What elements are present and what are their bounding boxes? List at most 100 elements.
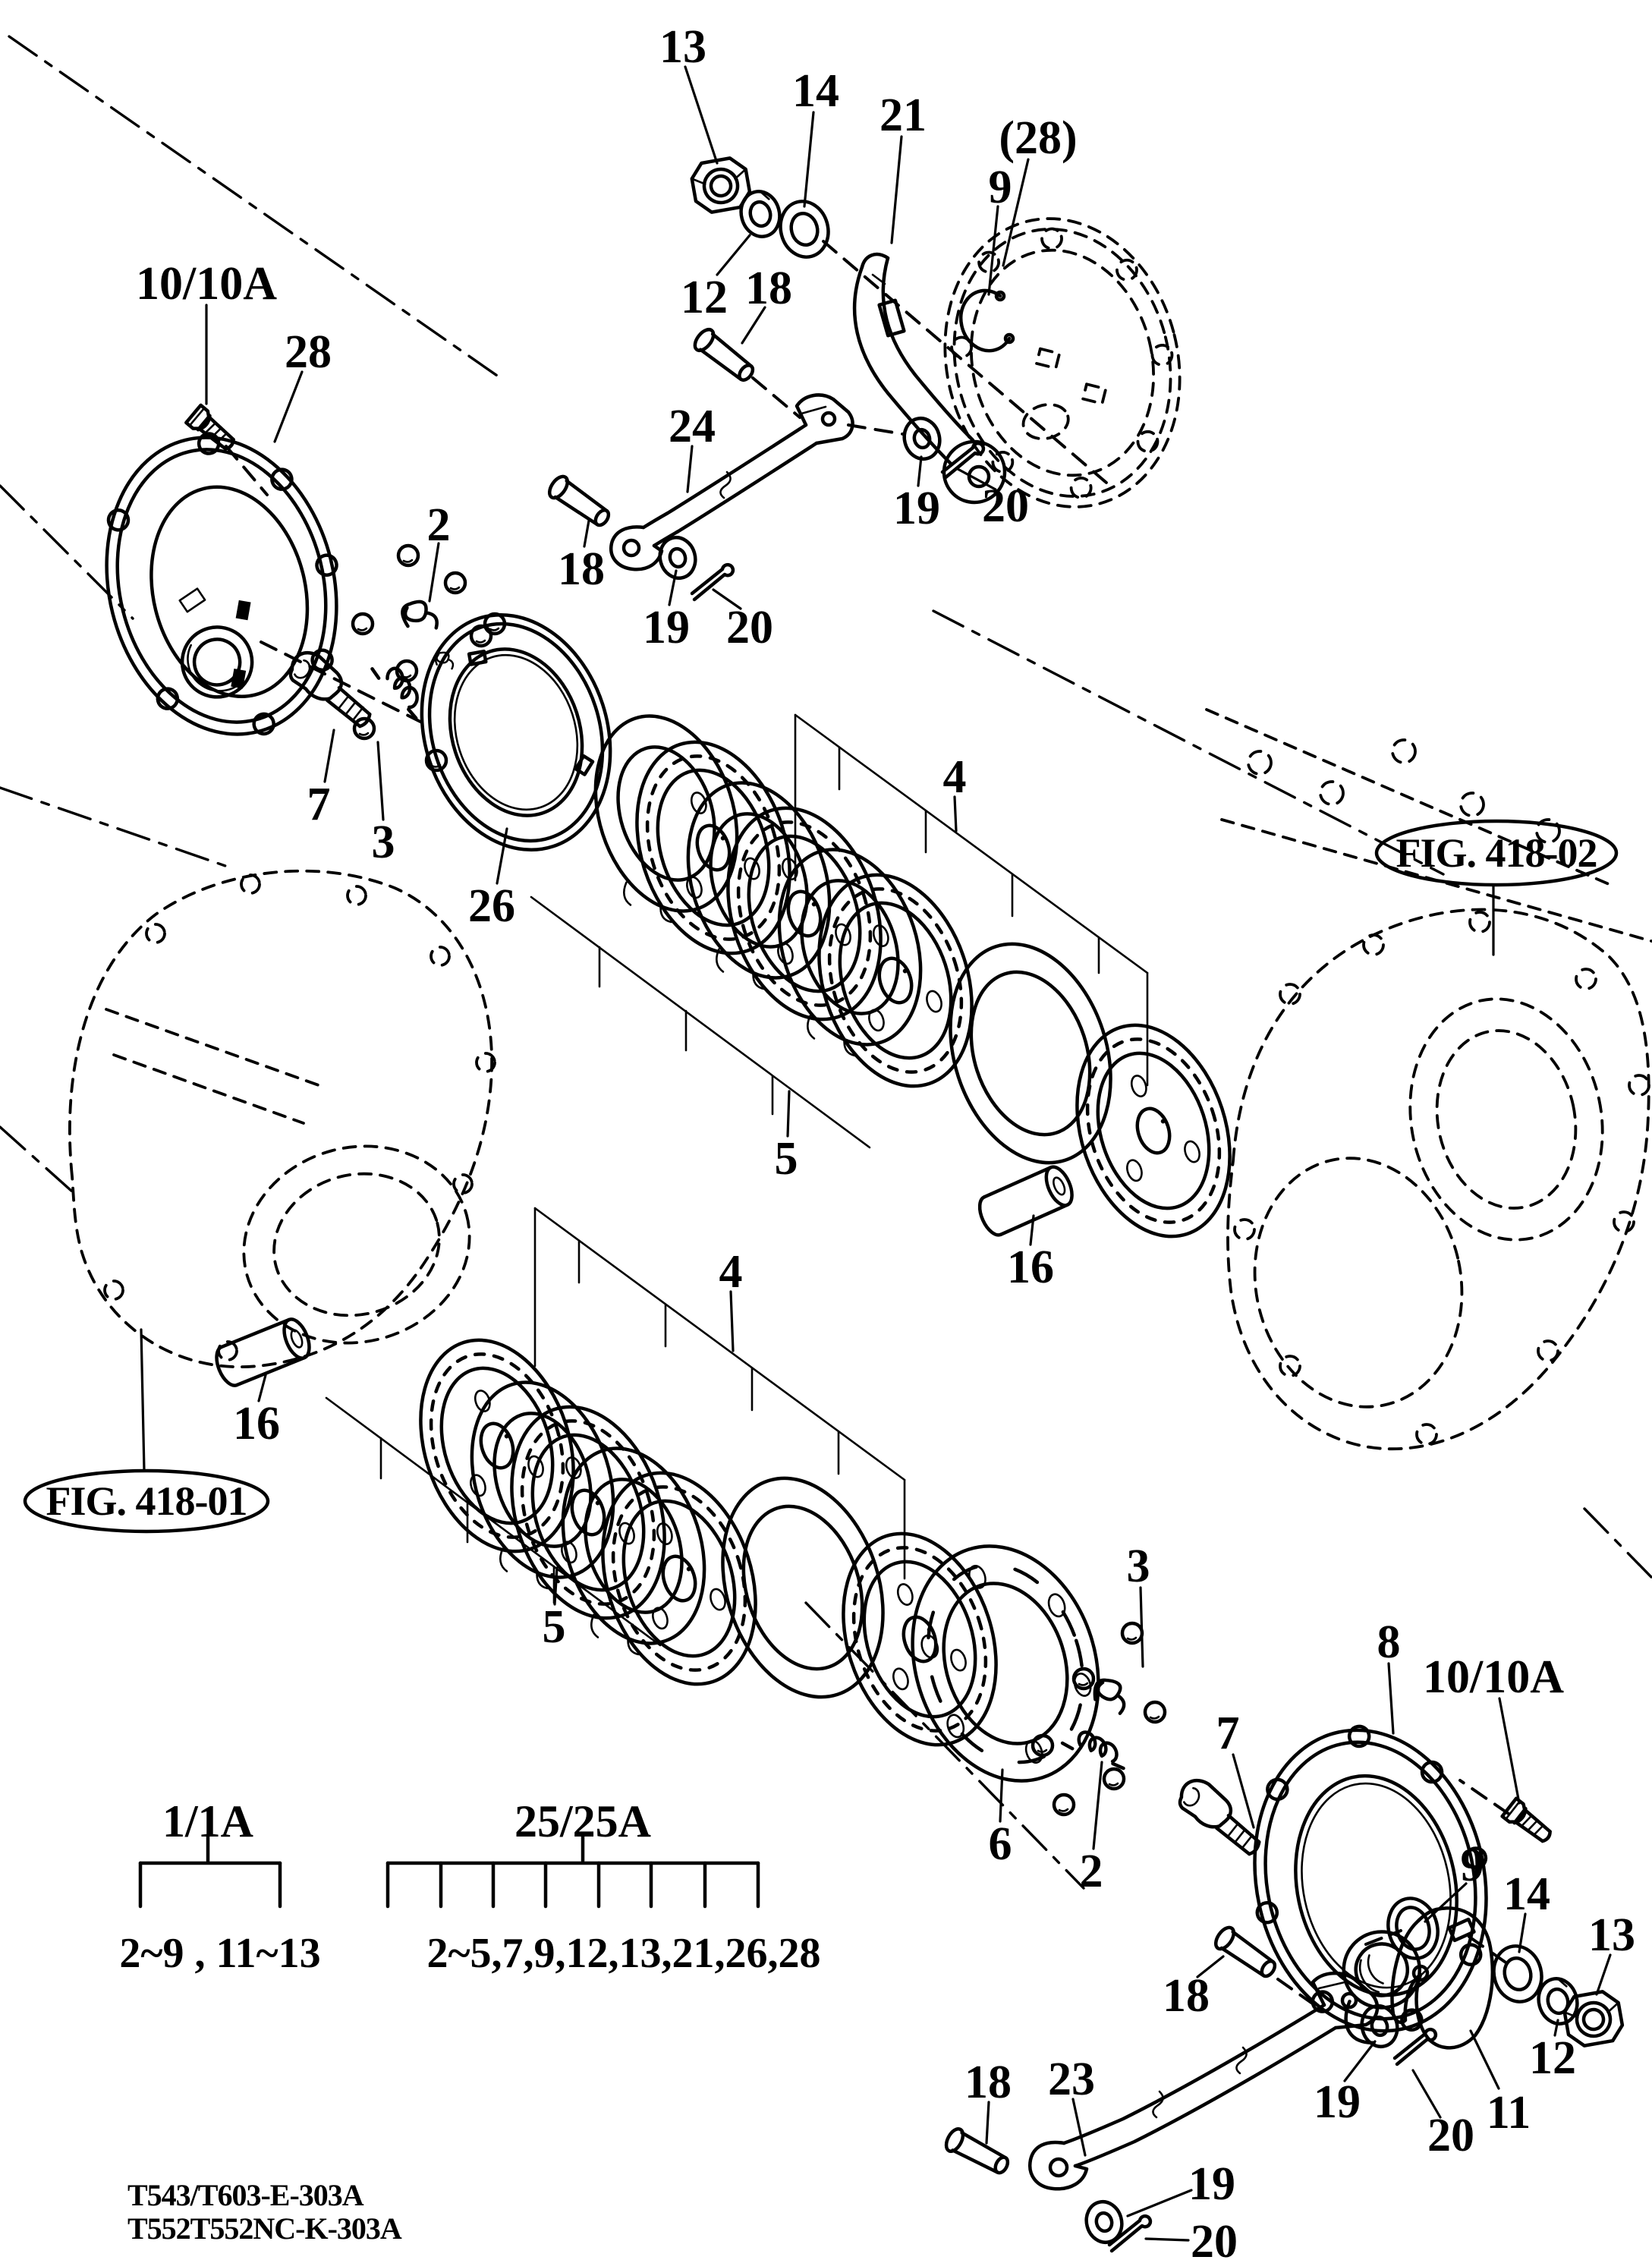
clevis-pin-18-lower-right: [1212, 1925, 1279, 1982]
part-number-text: 18: [558, 543, 605, 595]
part-number-text: 18: [964, 2057, 1012, 2108]
part-label-3-26: 3: [1127, 1541, 1150, 1668]
part-label-4-19: 4: [943, 751, 967, 833]
part-number-text: 3: [1127, 1541, 1150, 1592]
leader-line: [987, 205, 999, 296]
part-label-20-37: 20: [1411, 2069, 1474, 2161]
part-label-2-15: 2: [427, 499, 451, 603]
phantom-boundary-lines: [0, 35, 1652, 1890]
part-label-4-22: 4: [719, 1246, 743, 1352]
part-number-text: 13: [1588, 1909, 1635, 1961]
leader-line: [1498, 1697, 1521, 1805]
leader-line: [729, 1290, 735, 1352]
doc-code-line-1: T543/T603-E-303A: [127, 2178, 364, 2212]
leader-line: [712, 588, 742, 610]
part-number-text: (28): [999, 112, 1077, 164]
clevis-pin-18-lower-left: [943, 2126, 1012, 2179]
part-number-text: 16: [233, 1398, 280, 1449]
assembly-dash-clevis-washer: [847, 423, 905, 436]
part-label-7-16: 7: [307, 729, 335, 830]
part-number-text: 8: [1377, 1616, 1401, 1668]
part-number-text: 11: [1487, 2087, 1531, 2139]
leader-line: [1071, 2098, 1087, 2157]
doc-codes: T543/T603-E-303A T552T552NC-K-303A: [127, 2178, 403, 2246]
leader-line: [1196, 1955, 1225, 1978]
assembly-dash-pin18-lr: [1276, 1978, 1320, 2010]
part-label-24-7: 24: [669, 401, 716, 493]
leader-line: [1029, 1214, 1035, 1246]
part-number-text: 7: [1216, 1708, 1240, 1759]
leader-line: [1139, 1586, 1144, 1668]
part-label-19-36: 19: [1314, 2040, 1377, 2128]
part-number-text: 18: [1163, 1970, 1210, 2022]
part-label-28-4: (28): [999, 112, 1078, 267]
part-number-text: 23: [1048, 2054, 1095, 2105]
figure-ref-label: FIG. 418-02: [1396, 830, 1597, 876]
pivot-pin-16-upper: [974, 1163, 1077, 1239]
part-number-text: 12: [681, 272, 728, 323]
leader-line: [1002, 158, 1030, 267]
legend-items-25-25a: 2~5,7,9,12,13,21,26,28: [426, 1930, 820, 1977]
legend-trees: 1/1A 2~9 , 11~13 25/25A 2~5,7,9,12,13,21…: [119, 1796, 820, 1977]
part-number-text: 5: [543, 1601, 566, 1653]
leader-line: [323, 729, 335, 783]
part-number-text: 2: [1080, 1846, 1103, 1897]
part-label-5-20: 5: [775, 1090, 798, 1185]
figure-ref-418-01: FIG. 418-01: [23, 1328, 270, 1534]
part-number-text: 14: [1503, 1868, 1550, 1920]
part-label-16-24: 16: [233, 1374, 280, 1449]
leader-line: [999, 1768, 1004, 1823]
part-number-text: 5: [775, 1133, 798, 1185]
bolt-10-10a-upper: [186, 405, 238, 455]
leader-line: [376, 741, 385, 821]
part-label-20-12: 20: [712, 588, 773, 653]
upper-disc-stack: [530, 697, 1256, 1256]
leader-line: [583, 519, 590, 548]
bolt-10-10a-lower: [1503, 1799, 1556, 1847]
leader-line: [956, 467, 997, 491]
leader-line: [1232, 1753, 1255, 1829]
leader-line: [553, 1566, 559, 1606]
part-number-text: 16: [1007, 1242, 1054, 1293]
lower-disc-stack: [212, 1207, 1022, 1764]
part-label-5-23: 5: [543, 1566, 566, 1653]
cam-ring-26: [420, 612, 612, 852]
part-number-text: 19: [893, 483, 940, 534]
part-label-2-27: 2: [1080, 1761, 1103, 1897]
leader-line: [1411, 2069, 1442, 2119]
part-number-text: 20: [1427, 2110, 1474, 2161]
leader-line: [273, 370, 304, 443]
assembly-dash-bolt-lower: [1458, 1779, 1510, 1815]
part-label-14-32: 14: [1503, 1868, 1550, 1953]
clevis-pin-18-left: [546, 474, 613, 531]
leader-line: [985, 2101, 990, 2145]
legend-items-1-1a: 2~9 , 11~13: [119, 1930, 320, 1977]
right-housing-dashed: [1205, 708, 1652, 1451]
clevis-rod-23: [1027, 1971, 1380, 2191]
steel-balls-3-upper: [353, 546, 505, 770]
part-number-text: 14: [792, 65, 839, 117]
part-number-text: 26: [468, 880, 515, 932]
part-number-text: 4: [943, 751, 967, 803]
part-number-text: 20: [1191, 2216, 1238, 2260]
part-number-text: 20: [726, 602, 773, 653]
assembly-dash-seal: [1364, 1929, 1402, 1946]
part-label-18-10: 18: [558, 519, 605, 595]
part-number-text: 9: [989, 162, 1012, 213]
part-label-20-9: 20: [956, 467, 1029, 532]
part-number-text: 24: [669, 401, 716, 452]
leader-line: [1387, 1662, 1395, 1735]
leader-line: [917, 455, 923, 487]
washer-19-lower-left: [1082, 2198, 1126, 2246]
part-label-19-8: 19: [893, 455, 940, 534]
actuator-plate-6: [911, 1544, 1100, 1783]
part-label-12-34: 12: [1529, 2019, 1576, 2084]
part-label-3-17: 3: [372, 741, 395, 868]
springs-2-upper: [362, 599, 455, 718]
part-label-13-0: 13: [659, 21, 719, 165]
part-number-text: 19: [643, 602, 690, 653]
leader-line: [1553, 2019, 1559, 2037]
leader-line: [686, 445, 694, 493]
left-housing-dashed: [68, 869, 496, 1368]
